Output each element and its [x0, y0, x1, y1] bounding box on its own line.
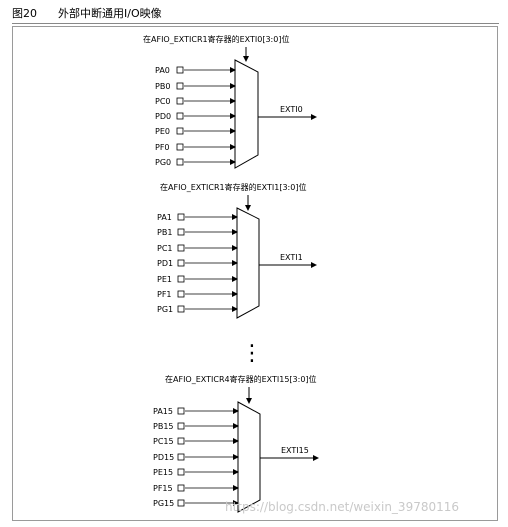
register-label: 在AFIO_EXTICR1寄存器的EXTI0[3:0]位 — [143, 34, 289, 44]
mux-group-exti1: 在AFIO_EXTICR1寄存器的EXTI1[3:0]位 EXTI1 PA1 P… — [157, 182, 317, 319]
input-pin — [177, 437, 185, 445]
input-pin — [177, 290, 185, 298]
input-pin — [176, 112, 184, 120]
multiplexer — [236, 207, 260, 319]
input-label: PE1 — [157, 275, 172, 284]
input-label: PG1 — [157, 305, 173, 314]
input-label: PB1 — [157, 228, 172, 237]
register-label: 在AFIO_EXTICR1寄存器的EXTI1[3:0]位 — [160, 182, 306, 192]
input-label: PD1 — [157, 259, 173, 268]
input-pin — [176, 82, 184, 90]
input-pin — [177, 244, 185, 252]
input-label: PF0 — [155, 143, 170, 152]
input-label: PF1 — [157, 290, 172, 299]
input-pin — [176, 158, 184, 166]
input-label: PC15 — [153, 437, 174, 446]
input-label: PF15 — [153, 484, 173, 493]
figure-header: 图20 外部中断通用I/O映像 — [12, 6, 500, 22]
input-label: PD15 — [153, 453, 174, 462]
input-label: PA15 — [153, 407, 173, 416]
input-label: PA1 — [157, 213, 172, 222]
input-pin — [177, 422, 185, 430]
input-pin — [177, 228, 185, 236]
input-label: PC1 — [157, 244, 173, 253]
input-pin — [176, 143, 184, 151]
input-label: PE0 — [155, 127, 170, 136]
input-label: PA0 — [155, 66, 170, 75]
input-pin — [176, 127, 184, 135]
input-pin — [177, 407, 185, 415]
output-label: EXTI1 — [280, 253, 303, 262]
input-pin — [176, 97, 184, 105]
multiplexer — [237, 401, 261, 513]
input-pin — [177, 213, 185, 221]
vertical-ellipsis: ⋮ — [241, 341, 263, 366]
mux-group-exti0: 在AFIO_EXTICR1寄存器的EXTI0[3:0]位 EXTI0 PA0 P… — [143, 34, 317, 169]
input-pin — [177, 499, 185, 507]
input-pin — [177, 484, 185, 492]
input-label: PE15 — [153, 468, 173, 477]
input-pin — [177, 453, 185, 461]
input-label: PG15 — [153, 499, 174, 508]
register-label: 在AFIO_EXTICR4寄存器的EXTI15[3:0]位 — [165, 374, 317, 384]
multiplexer — [234, 59, 259, 169]
header-rule — [12, 23, 499, 24]
input-pin — [176, 66, 184, 74]
input-label: PD0 — [155, 112, 171, 121]
output-label: EXTI0 — [280, 105, 303, 114]
figure-number: 图20 — [12, 7, 37, 20]
watermark: https://blog.csdn.net/weixin_39780116 — [225, 500, 460, 514]
input-pin — [177, 468, 185, 476]
input-label: PC0 — [155, 97, 171, 106]
input-label: PB0 — [155, 82, 170, 91]
input-pin — [177, 259, 185, 267]
figure-frame — [12, 26, 498, 521]
input-label: PB15 — [153, 422, 174, 431]
input-pin — [177, 275, 185, 283]
mux-group-exti15: 在AFIO_EXTICR4寄存器的EXTI15[3:0]位 EXTI15 PA1… — [153, 374, 319, 513]
input-label: PG0 — [155, 158, 171, 167]
input-pin — [177, 305, 185, 313]
output-label: EXTI15 — [281, 446, 309, 455]
figure-title: 外部中断通用I/O映像 — [58, 7, 162, 20]
